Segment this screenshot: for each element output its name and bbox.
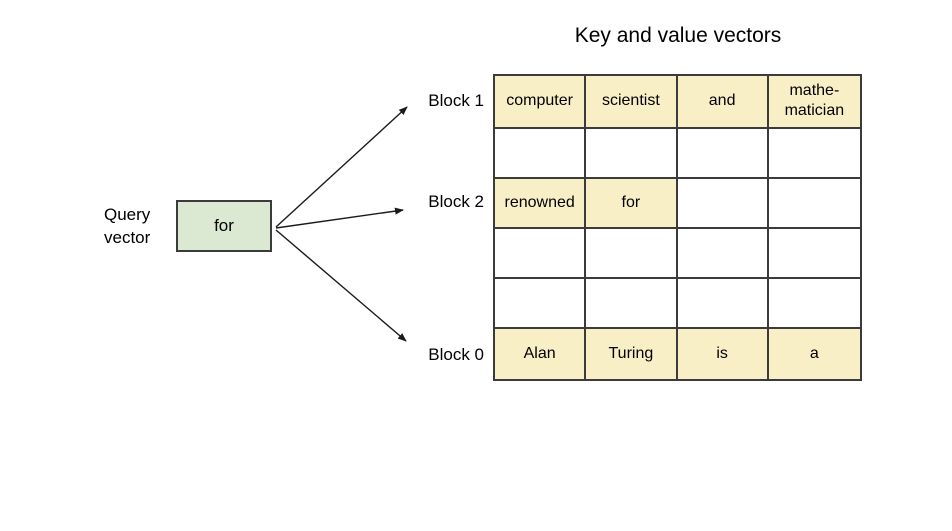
- table-cell: [495, 128, 587, 179]
- query-vector-box: for: [176, 200, 272, 252]
- table-cell: [586, 228, 678, 279]
- table-cell: [677, 178, 769, 229]
- table-cell: computer: [495, 76, 587, 129]
- block-2-label: Block 2: [428, 192, 484, 211]
- table-cell: a: [768, 328, 860, 379]
- table-cell: is: [677, 328, 769, 379]
- arrow-to-block-1: [275, 106, 408, 228]
- table-cell: [586, 128, 678, 179]
- query-vector-label: Query vector: [104, 205, 151, 247]
- table-cell: [768, 178, 860, 229]
- table-cell: [768, 228, 860, 279]
- table-cell: and: [677, 76, 769, 129]
- table-cell: mathe- matician: [768, 76, 860, 129]
- diagram-title: Key and value vectors: [574, 24, 782, 47]
- table-cell: [586, 278, 678, 329]
- table-cell: [768, 278, 860, 329]
- arrow-to-block-2: [275, 207, 404, 229]
- table-cell: scientist: [586, 76, 678, 129]
- table-cell: [677, 278, 769, 329]
- arrow-to-block-0: [275, 229, 407, 342]
- table-cell: [495, 228, 587, 279]
- table-cell: for: [586, 178, 678, 229]
- block-1-label: Block 1: [428, 91, 484, 110]
- table-cell: Alan: [495, 328, 587, 379]
- table-cell: renowned: [495, 178, 587, 229]
- table-cell: [768, 128, 860, 179]
- table-cell: [495, 278, 587, 329]
- table-cell: [677, 128, 769, 179]
- table-cell: Turing: [586, 328, 678, 379]
- query-box-text: for: [214, 216, 234, 235]
- table-cell: [677, 228, 769, 279]
- block-0-label: Block 0: [428, 345, 484, 364]
